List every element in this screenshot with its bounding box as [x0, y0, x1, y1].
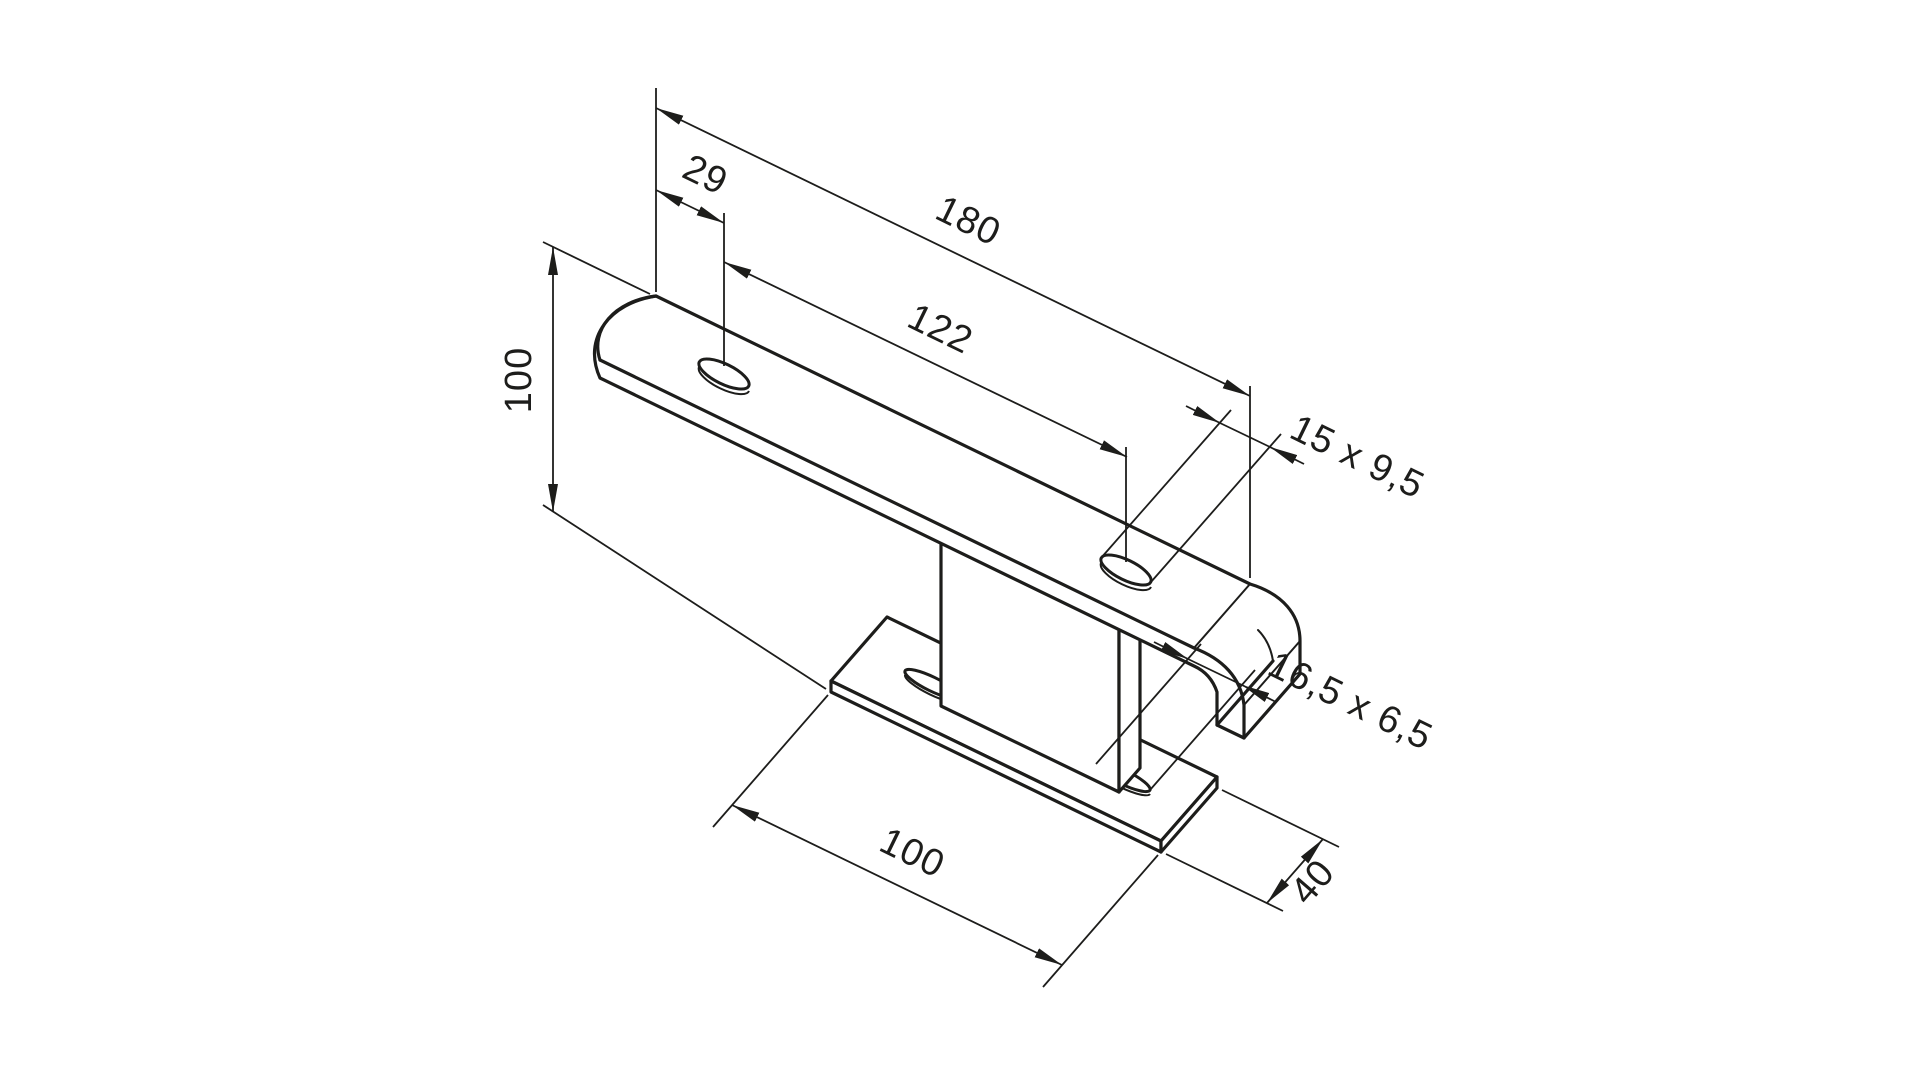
dim-label-base-slot: 16,5 x 6,5 [1262, 644, 1439, 759]
dim-label-top-slot: 15 x 9,5 [1284, 407, 1431, 508]
ext-line-top-slot-b [1150, 433, 1282, 583]
dim-label-base-length: 100 [873, 820, 951, 887]
ext-line-base-front [1042, 854, 1159, 988]
dim-label-plate-length: 180 [929, 188, 1007, 255]
ext-line-base-slot-a [1095, 643, 1202, 765]
dim-overall-height: 100 [498, 241, 827, 690]
ext-line-base-left [712, 694, 829, 828]
dim-line-40 [1266, 838, 1324, 904]
dim-line-base-100 [731, 804, 1063, 966]
dim-arrow-base-slot-a [1153, 641, 1189, 660]
top-slot-right-depth-line [1099, 562, 1152, 592]
base-right-face [1159, 775, 1219, 854]
bracket-part [593, 294, 1302, 854]
dim-label-overall-height: 100 [498, 347, 540, 413]
ext-line-height-top [542, 241, 651, 295]
top-plate-front-edge [598, 358, 1196, 650]
ext-line-top-slot-a [1100, 409, 1232, 559]
ext-line-base-width-a [1165, 853, 1284, 912]
hook-front-bend-edge [1192, 646, 1246, 740]
dim-arrow-base-slot-b [1241, 684, 1277, 703]
dim-label-base-width: 40 [1283, 852, 1344, 913]
dim-line-122 [723, 261, 1128, 458]
hook-bend-tangent-start [1193, 583, 1251, 649]
hook-inner-surface-edge [1257, 629, 1274, 662]
dim-label-hole-offset: 29 [676, 147, 734, 204]
dim-line-base-slot [1187, 658, 1243, 686]
ext-line-height-bottom [542, 504, 827, 690]
dim-line-29 [655, 189, 725, 224]
ext-line-base-slot-b [1149, 669, 1256, 791]
ext-line-base-width-b [1221, 789, 1340, 848]
dim-arrow-top-slot-a [1185, 405, 1221, 424]
dim-arrow-top-slot-b [1269, 446, 1305, 465]
dim-line-180 [655, 107, 1251, 397]
top-plate-end-cap-edge [596, 294, 658, 362]
dim-line-top-slot [1219, 422, 1271, 448]
